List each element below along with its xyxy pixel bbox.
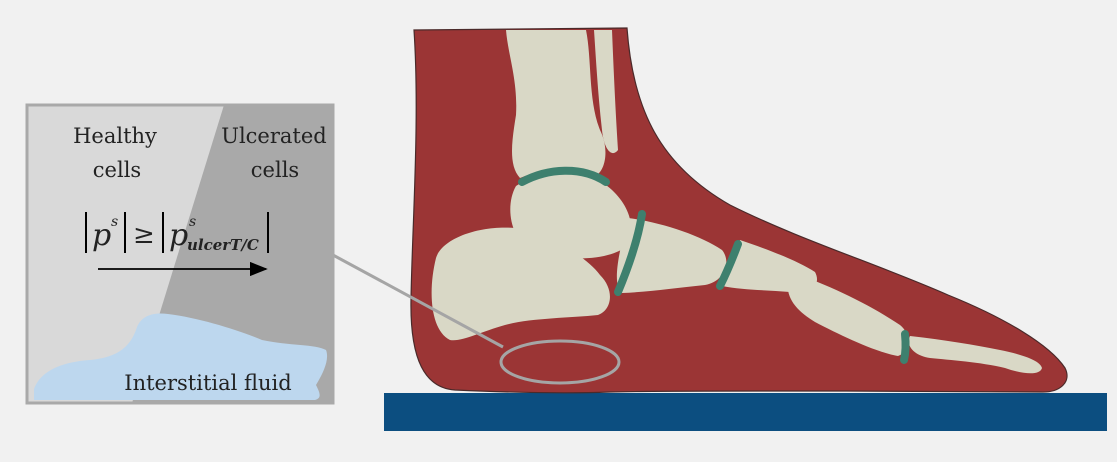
healthy-cells-label-line1: Healthy (73, 124, 157, 148)
ulcerated-cells-label-line2: cells (251, 158, 299, 182)
formula-subscript: ulcerT/C (187, 236, 259, 254)
ground-plate (384, 393, 1107, 431)
ulcerated-cells-label-line1: Ulcerated (221, 124, 326, 148)
formula-geq: ≥ (133, 220, 155, 250)
formula-s-right: s (189, 214, 196, 230)
interstitial-fluid-label: Interstitial fluid (124, 371, 291, 395)
formula-s-left: s (111, 214, 118, 230)
formula-p-left: p (92, 218, 111, 253)
healthy-cells-label-line2: cells (93, 158, 141, 182)
formula-p-right: p (169, 218, 188, 253)
cell-inset-panel: Healthy cells Ulcerated cells p s ≥ p s … (27, 105, 333, 403)
toe-cartilage (904, 334, 906, 360)
